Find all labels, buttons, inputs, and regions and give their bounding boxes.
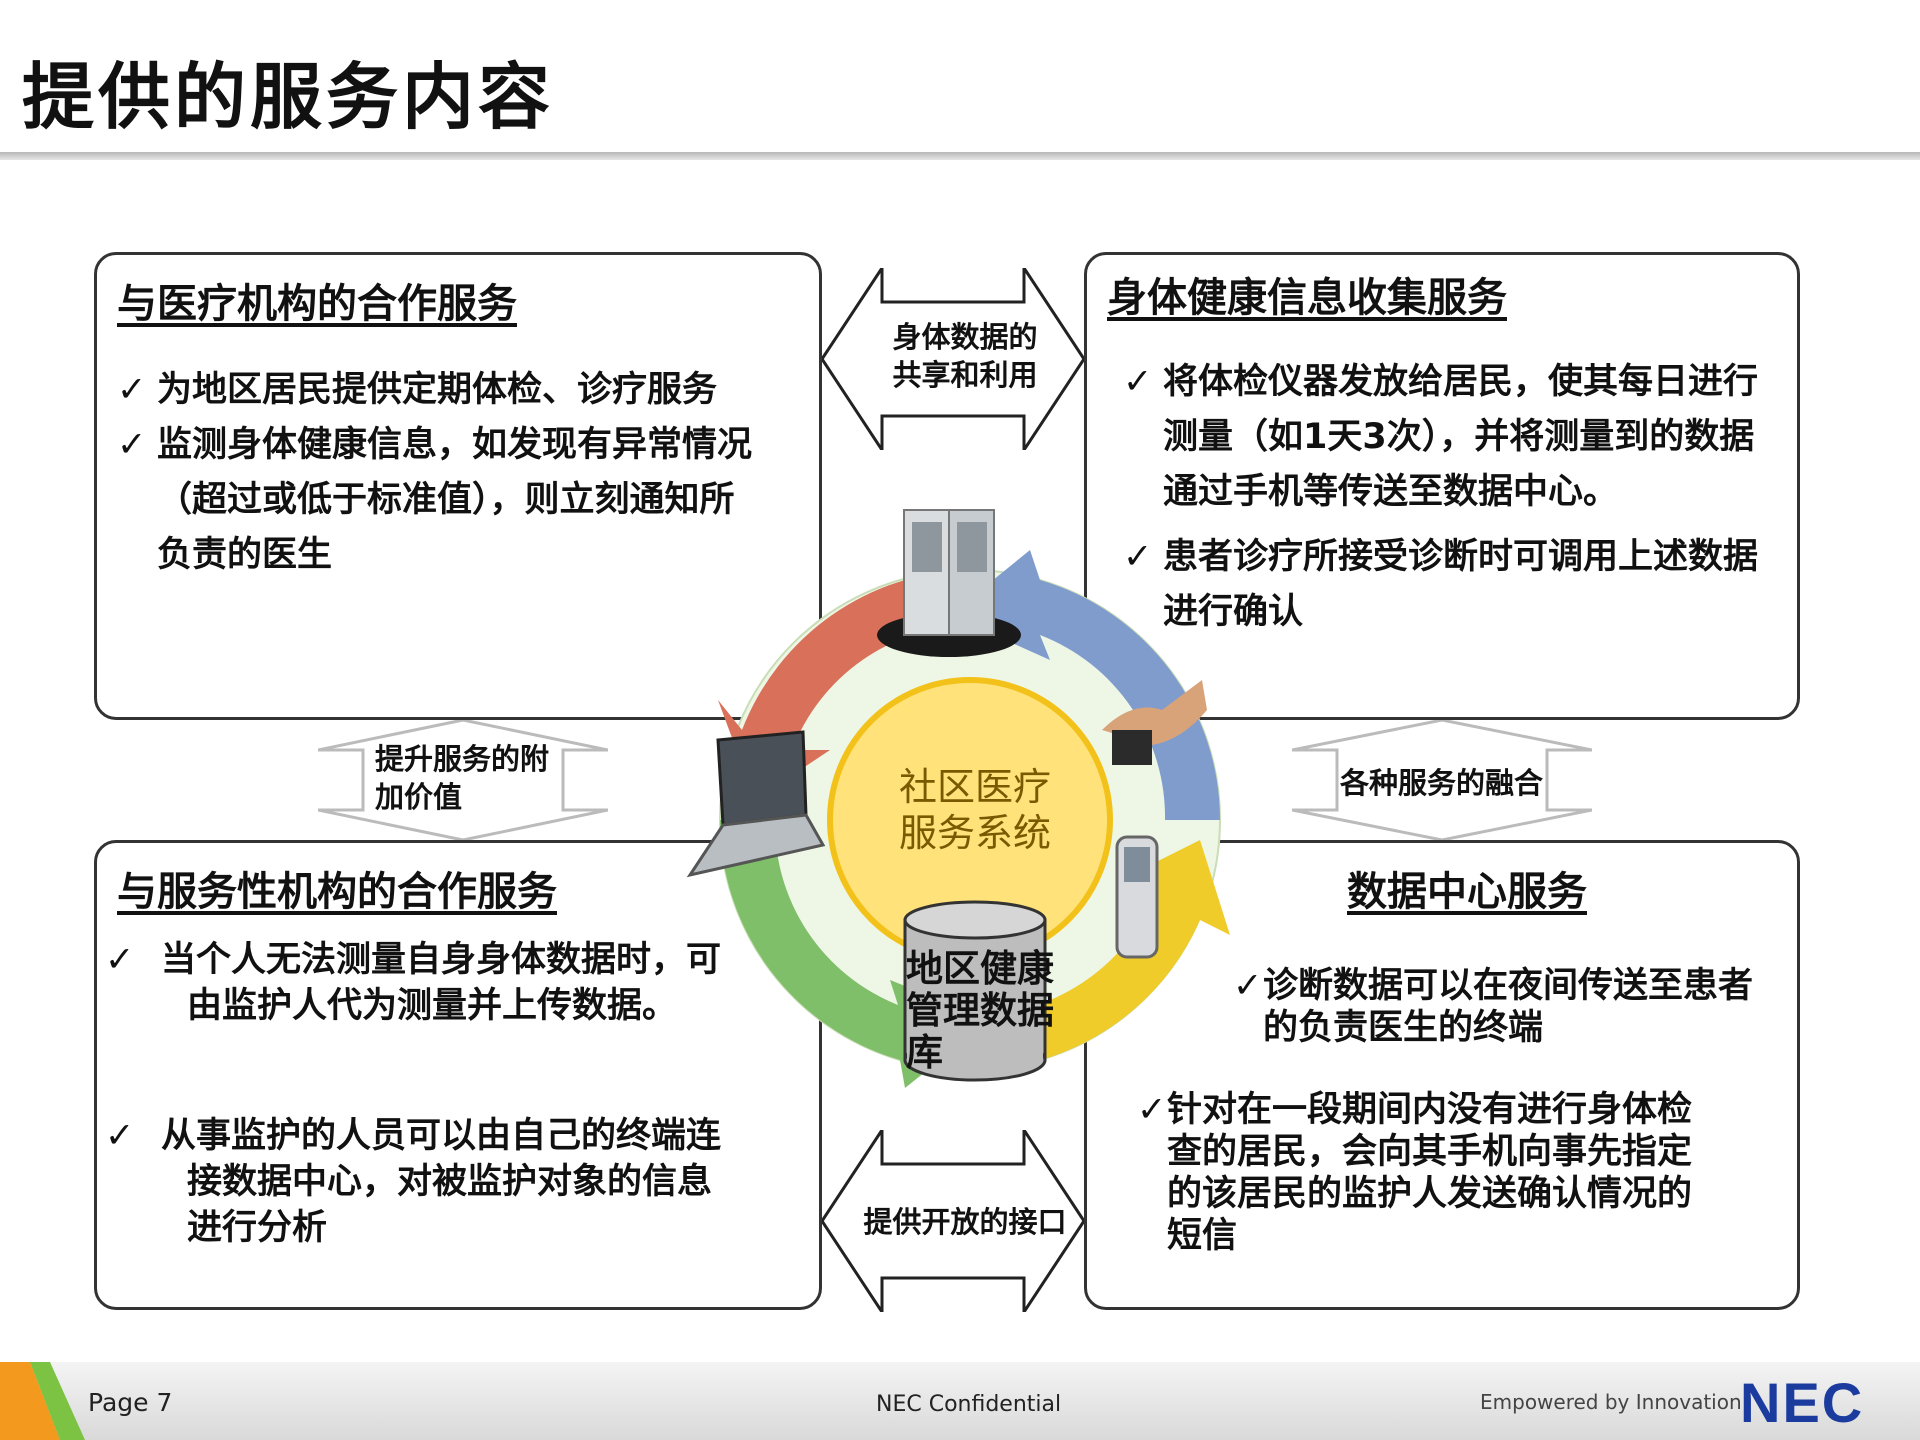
- double-arrow-top: [822, 268, 1084, 450]
- bullet-item: 从事监护的人员可以由自己的终端连接数据中心，对被监护对象的信息进行分析: [131, 1113, 731, 1251]
- arrow-shape: [822, 268, 1084, 450]
- cycle-arrow-blue: [950, 550, 1220, 820]
- double-arrow-bottom: [822, 1130, 1084, 1312]
- arrow-label-bottom: 提供开放的接口: [863, 1205, 1067, 1239]
- page-title: 提供的服务内容: [22, 55, 555, 139]
- box-service-org-cooperation: 与服务性机构的合作服务 当个人无法测量自身身体数据时，可由监护人代为测量并上传数…: [94, 840, 822, 1310]
- bullet-item: 患者诊疗所接受诊断时可调用上述数据进行确认: [1123, 530, 1783, 640]
- bullet-item: 诊断数据可以在夜间传送至患者的负责医生的终端: [1233, 965, 1753, 1049]
- server-icon: [877, 509, 1021, 657]
- swoosh-orange: [0, 1362, 60, 1440]
- footer-bar: [0, 1362, 1920, 1440]
- nec-logo: NEC: [1740, 1371, 1865, 1434]
- laptop-screen: [716, 730, 808, 827]
- bullet-list: 为地区居民提供定期体检、诊疗服务 监测身体健康信息，如发现有异常情况（超过或低于…: [117, 363, 757, 583]
- hub-label: 社区医疗服务系统: [898, 765, 1051, 855]
- bullet-list: 将体检仪器发放给居民，使其每日进行测量（如1天3次），并将测量到的数据通过手机等…: [1123, 355, 1783, 640]
- double-arrow-left: [318, 720, 608, 840]
- page-number: Page 7: [88, 1388, 173, 1417]
- hand-shape: [1102, 680, 1207, 745]
- database-label: 地区健康管理数据库: [906, 947, 1054, 1074]
- confidential-label: NEC Confidential: [876, 1392, 1062, 1417]
- bullet-list: 针对在一段期间内没有进行身体检查的居民，会向其手机向事先指定的该居民的监护人发送…: [1137, 1089, 1717, 1257]
- bullet-list: 诊断数据可以在夜间传送至患者的负责医生的终端: [1233, 965, 1753, 1095]
- box-title: 身体健康信息收集服务: [1107, 275, 1507, 321]
- box-health-info-collection: 身体健康信息收集服务 将体检仪器发放给居民，使其每日进行测量（如1天3次），并将…: [1084, 252, 1800, 720]
- bullet-item: 当个人无法测量自身身体数据时，可由监护人代为测量并上传数据。: [131, 937, 731, 1029]
- measuring-device-icon: [1102, 680, 1207, 765]
- bullet-item: 将体检仪器发放给居民，使其每日进行测量（如1天3次），并将测量到的数据通过手机等…: [1123, 355, 1783, 520]
- laptop-base: [686, 813, 826, 878]
- server-panel: [912, 522, 942, 572]
- box-title: 与服务性机构的合作服务: [117, 869, 557, 915]
- phone-screen: [1124, 847, 1150, 882]
- arrow-shape: [822, 1130, 1084, 1312]
- device-body: [1112, 730, 1152, 765]
- mobile-phone-icon: [1115, 835, 1159, 959]
- bullet-list: 当个人无法测量自身身体数据时，可由监护人代为测量并上传数据。 从事监护的人员可以…: [131, 937, 731, 1251]
- footer-decoration: [0, 1362, 85, 1440]
- database-fill: [907, 920, 1043, 1060]
- box-medical-cooperation: 与医疗机构的合作服务 为地区居民提供定期体检、诊疗服务 监测身体健康信息，如发现…: [94, 252, 822, 720]
- bullet-item: 为地区居民提供定期体检、诊疗服务: [117, 363, 757, 418]
- box-title: 数据中心服务: [1347, 869, 1587, 915]
- database-top: [903, 900, 1047, 940]
- swoosh-green: [30, 1362, 85, 1440]
- tagline: Empowered by Innovation: [1480, 1390, 1742, 1414]
- server-panel: [957, 522, 987, 572]
- title-divider: [0, 152, 1920, 160]
- arrow-label-left: 提升服务的附加价值: [375, 742, 550, 814]
- box-title: 与医疗机构的合作服务: [117, 281, 517, 327]
- arrow-label-right: 各种服务的融合: [1340, 766, 1544, 800]
- database-icon: [903, 900, 1047, 1082]
- bullet-item: 针对在一段期间内没有进行身体检查的居民，会向其手机向事先指定的该居民的监护人发送…: [1137, 1089, 1717, 1257]
- bullet-item: 监测身体健康信息，如发现有异常情况（超过或低于标准值），则立刻通知所负责的医生: [117, 418, 757, 583]
- arrow-shape: [318, 720, 608, 840]
- arrow-label-top: 身体数据的共享和利用: [892, 320, 1038, 392]
- double-arrow-right: [1292, 720, 1592, 840]
- arrow-shape: [1292, 720, 1592, 840]
- laptop-icon: [686, 730, 826, 878]
